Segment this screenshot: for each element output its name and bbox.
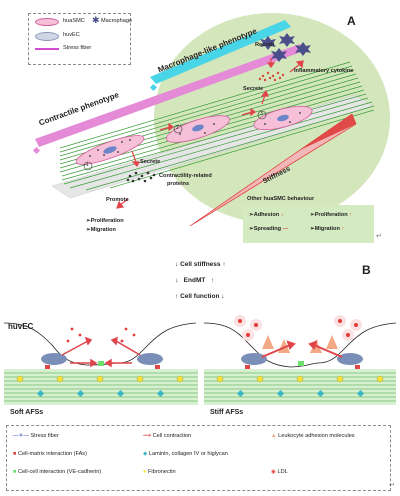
huasmc-cell-1 bbox=[75, 135, 145, 165]
inflammatory-cytokine-label: Inflammatory cytokine bbox=[294, 68, 354, 74]
macrophage-like-band bbox=[150, 20, 291, 84]
panel-b: B ↓ Cell stiffness ↑ ↓ EndMT ↑ ↑ Cell fu… bbox=[0, 250, 400, 496]
adhesion-item: ➢Adhesion ↓ bbox=[249, 212, 284, 218]
enter-mark-b: ↵ bbox=[389, 481, 395, 489]
panel-a-letter: A bbox=[347, 14, 356, 28]
panel-b-letter: B bbox=[362, 263, 371, 277]
ldl-particles-stiff bbox=[234, 315, 362, 341]
stress-fiber-b-item: —✦— Stress fiber bbox=[13, 433, 59, 439]
panel-a: A huaSMC ✱ Macrophage huvEC Stress fiber… bbox=[0, 0, 400, 246]
ldl-item: ◉ LDL bbox=[271, 469, 288, 475]
huvec-b-label: huvEC bbox=[8, 322, 34, 331]
stiffness-wedge-dark bbox=[300, 114, 356, 150]
stiff-afs-label: Stiff AFSs bbox=[210, 409, 244, 416]
macrophage-like-marker bbox=[149, 83, 158, 92]
migration-item: ➢Migration ↑ bbox=[310, 226, 345, 232]
enter-mark-a: ↵ bbox=[376, 232, 382, 240]
endmt-label: ↓ EndMT ↑ bbox=[175, 277, 215, 284]
huasmc-legend-swatch bbox=[35, 18, 59, 26]
other-behaviour-title: Other huaSMC behaviour bbox=[247, 196, 315, 202]
cell-contraction-item: ⟶ Cell contraction bbox=[143, 433, 192, 439]
stress-fiber-legend-swatch bbox=[35, 48, 59, 50]
step-1-label: 1 bbox=[86, 162, 89, 168]
proliferation-item: ➢Proliferation ↑ bbox=[310, 212, 352, 218]
secrete-mid-label: Secrete bbox=[140, 159, 161, 165]
stiff-afs-scene bbox=[203, 315, 397, 405]
panel-a-illustration bbox=[32, 13, 390, 243]
panel-b-illustration bbox=[3, 315, 397, 405]
fibronectin-item: ● Fibronectin bbox=[143, 469, 176, 475]
laminin-item: ◆ Laminin, collagen IV or higlycan bbox=[143, 451, 228, 457]
macrophage-icon: ✱ bbox=[92, 15, 100, 25]
legend-stress-fiber-label: Stress fiber bbox=[63, 45, 92, 51]
cytokine-dots bbox=[258, 71, 285, 82]
protein-dots bbox=[126, 171, 156, 183]
cell-function-label: ↑ Cell function ↓ bbox=[175, 293, 225, 300]
promote-label: Promote bbox=[106, 197, 129, 203]
soft-afs-scene bbox=[3, 322, 198, 405]
cell-stiffness-label: ↓ Cell stiffness ↑ bbox=[175, 261, 226, 268]
panel-a-legend: huaSMC ✱ Macrophage huvEC Stress fiber bbox=[28, 13, 133, 65]
soft-afs-label: Soft AFSs bbox=[10, 409, 44, 416]
proliferation-label: ➢Proliferation bbox=[86, 218, 124, 224]
contractile-marker bbox=[32, 146, 41, 155]
huasmc-cell-2 bbox=[166, 115, 230, 143]
migration-label: ➢Migration bbox=[86, 227, 116, 233]
huasmc-cell-3 bbox=[253, 105, 313, 131]
legend-husmc-label: huaSMC bbox=[63, 18, 85, 24]
cell-cell-item: ■ Cell-cell interaction (VE-cadherin) bbox=[13, 469, 102, 475]
proteins-label: proteins bbox=[167, 181, 190, 187]
contractility-label: Contractility-related bbox=[159, 173, 212, 179]
macrophage-cluster bbox=[260, 33, 311, 62]
huvec-legend-swatch bbox=[35, 32, 59, 41]
spreading-item: ➢Spreading — bbox=[249, 226, 289, 232]
secrete-top-label: Secrete bbox=[243, 86, 264, 92]
cell-matrix-item: ■ Cell-matrix interaction (FAs) bbox=[13, 451, 87, 457]
panel-b-legend: —✦— Stress fiber ⟶ Cell contraction ▲ Le… bbox=[6, 425, 391, 491]
process-arrows bbox=[116, 58, 304, 209]
step-3-label: 3 bbox=[260, 111, 263, 117]
legend-huvec-label: huvEC bbox=[63, 32, 80, 38]
leukocyte-item: ▲ Leukocyte adhesion molecules bbox=[271, 433, 355, 439]
step-circles bbox=[83, 110, 267, 171]
other-behaviour-box bbox=[243, 205, 374, 243]
recruit-label: Recruit bbox=[255, 42, 275, 48]
contractile-band bbox=[35, 44, 304, 147]
step-2-label: 2 bbox=[176, 125, 179, 131]
legend-macrophage-label: Macrophage bbox=[101, 18, 133, 24]
